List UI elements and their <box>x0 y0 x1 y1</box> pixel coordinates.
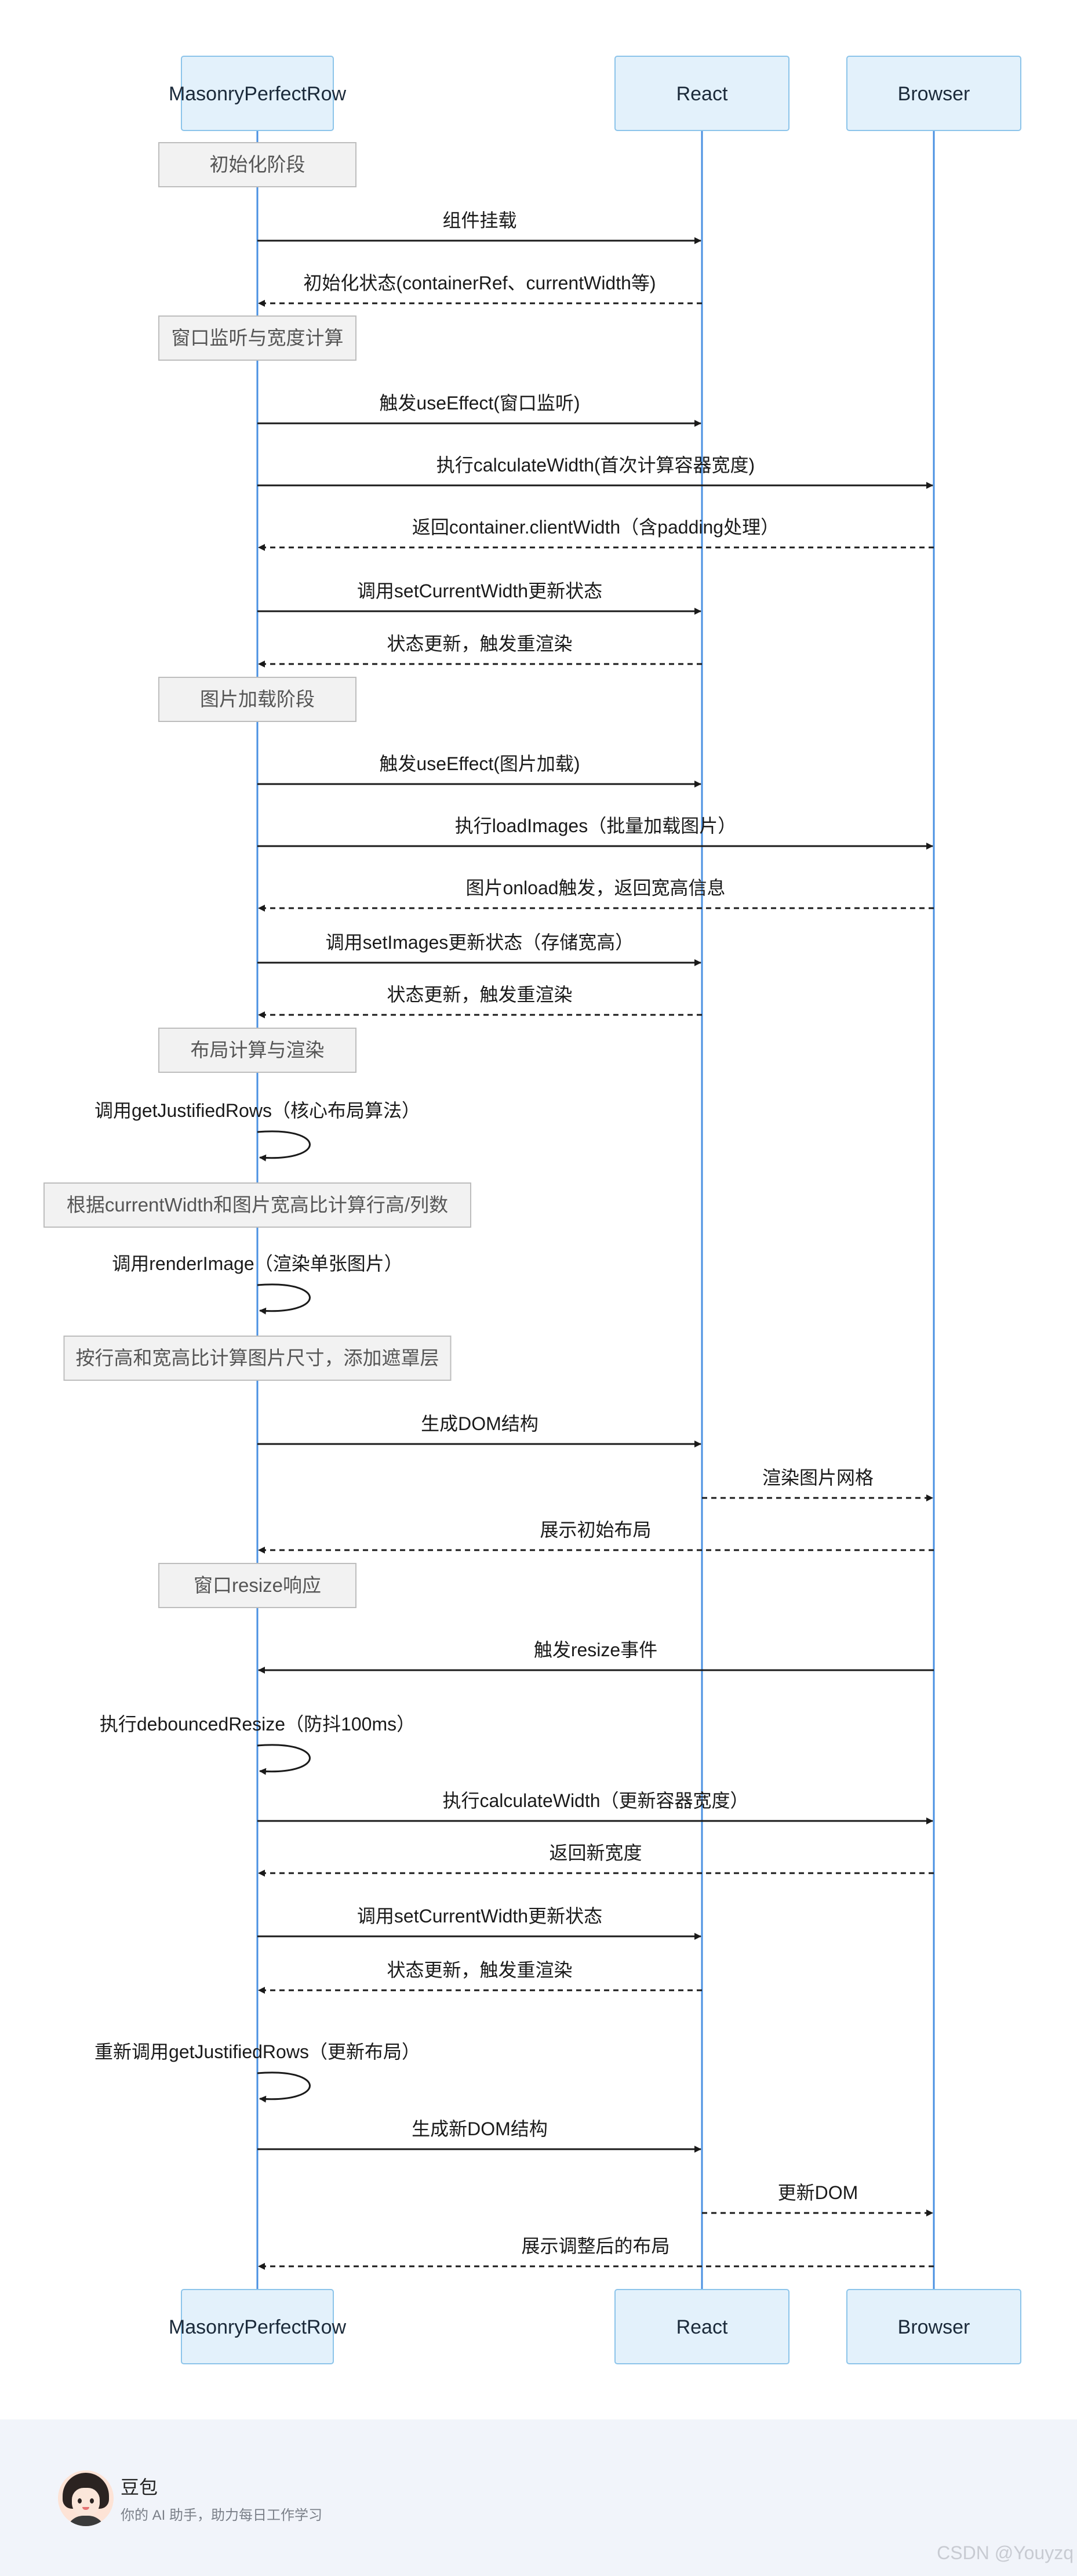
message-label: 执行calculateWidth(首次计算容器宽度) <box>436 455 755 476</box>
message: 组件挂载 <box>257 210 701 244</box>
phase-note: 按行高和宽高比计算图片尺寸，添加遮罩层 <box>63 1336 452 1381</box>
phase-note-label: 按行高和宽高比计算图片尺寸，添加遮罩层 <box>76 1347 439 1369</box>
message: 图片onload触发，返回宽高信息 <box>258 877 934 912</box>
message: 执行calculateWidth（更新容器宽度） <box>257 1790 933 1824</box>
phase-note: 初始化阶段 <box>158 142 356 187</box>
message-label: 组件挂载 <box>442 210 516 231</box>
actor-box-top-0: MasonryPerfectRow <box>169 56 347 131</box>
message-label: 执行loadImages（批量加载图片） <box>455 815 736 836</box>
actor-label: MasonryPerfectRow <box>169 2316 347 2338</box>
message: 生成新DOM结构 <box>257 2118 701 2153</box>
message-label: 展示调整后的布局 <box>521 2236 670 2256</box>
message-label: 调用setCurrentWidth更新状态 <box>357 580 602 601</box>
message: 初始化状态(containerRef、currentWidth等) <box>258 273 702 307</box>
phase-note: 根据currentWidth和图片宽高比计算行高/列数 <box>43 1182 471 1228</box>
self-message-label: 调用getJustifiedRows（核心布局算法） <box>94 1100 420 1121</box>
message: 调用setCurrentWidth更新状态 <box>257 1906 701 1940</box>
message-label: 状态更新，触发重渲染 <box>387 633 572 654</box>
actor-box-top-2: Browser <box>846 56 1021 131</box>
message: 触发resize事件 <box>258 1639 934 1674</box>
self-message: 重新调用getJustifiedRows（更新布局） <box>94 2041 420 2103</box>
self-message-arrow <box>257 1283 311 1315</box>
message: 返回新宽度 <box>258 1842 934 1877</box>
message-label: 展示初始布局 <box>540 1519 651 1540</box>
message: 执行loadImages（批量加载图片） <box>257 815 933 850</box>
actor-box-bottom-1: React <box>614 2289 789 2364</box>
footer: 豆包 你的 AI 助手，助力每日工作学习 CSDN @Youyzq <box>0 2419 1077 2576</box>
actor-box-bottom-0: MasonryPerfectRow <box>169 2289 347 2364</box>
self-message-label: 重新调用getJustifiedRows（更新布局） <box>94 2041 420 2062</box>
actor-label: MasonryPerfectRow <box>169 83 347 105</box>
message-label: 状态更新，触发重渲染 <box>387 1960 572 1980</box>
self-message: 调用getJustifiedRows（核心布局算法） <box>94 1100 420 1162</box>
phase-note-label: 窗口resize响应 <box>194 1574 321 1596</box>
message: 展示调整后的布局 <box>258 2236 934 2270</box>
self-message-arrow <box>257 2071 311 2103</box>
message-label: 触发useEffect(图片加载) <box>379 753 580 774</box>
message-label: 调用setImages更新状态（存储宽高） <box>326 932 634 953</box>
phase-note-label: 初始化阶段 <box>210 154 305 175</box>
footer-description: 你的 AI 助手，助力每日工作学习 <box>121 2508 323 2523</box>
actor-label: React <box>676 2316 728 2338</box>
message-label: 生成新DOM结构 <box>412 2118 548 2139</box>
message: 调用setImages更新状态（存储宽高） <box>257 932 701 966</box>
message-label: 渲染图片网格 <box>762 1467 874 1488</box>
message: 返回container.clientWidth（含padding处理） <box>258 517 934 551</box>
message: 执行calculateWidth(首次计算容器宽度) <box>257 455 933 489</box>
actor-label: React <box>676 83 728 105</box>
self-message-arrow <box>257 1744 311 1775</box>
message-label: 触发resize事件 <box>534 1639 657 1660</box>
watermark: CSDN @Youyzq <box>937 2542 1074 2563</box>
message-label: 返回新宽度 <box>549 1842 642 1863</box>
message-label: 返回container.clientWidth（含padding处理） <box>412 517 779 538</box>
phase-note: 布局计算与渲染 <box>158 1028 356 1073</box>
actor-box-top-1: React <box>614 56 789 131</box>
message: 触发useEffect(窗口监听) <box>257 393 701 427</box>
message-label: 生成DOM结构 <box>421 1413 538 1434</box>
message: 状态更新，触发重渲染 <box>258 1960 702 1994</box>
message-label: 执行calculateWidth（更新容器宽度） <box>442 1790 748 1811</box>
phase-note-label: 布局计算与渲染 <box>191 1039 325 1061</box>
self-message-label: 调用renderImage（渲染单张图片） <box>112 1253 402 1274</box>
message: 调用setCurrentWidth更新状态 <box>257 580 701 615</box>
footer-name: 豆包 <box>121 2477 158 2498</box>
message: 更新DOM <box>702 2182 933 2216</box>
message-label: 调用setCurrentWidth更新状态 <box>357 1906 602 1926</box>
actor-label: Browser <box>898 2316 970 2338</box>
self-message: 调用renderImage（渲染单张图片） <box>112 1253 403 1315</box>
message: 状态更新，触发重渲染 <box>258 984 702 1018</box>
message: 展示初始布局 <box>258 1519 934 1554</box>
self-message: 执行debouncedResize（防抖100ms） <box>100 1714 415 1775</box>
message: 渲染图片网格 <box>702 1467 933 1501</box>
phase-note-label: 图片加载阶段 <box>200 688 315 710</box>
message-label: 更新DOM <box>778 2182 858 2203</box>
phase-note-label: 根据currentWidth和图片宽高比计算行高/列数 <box>67 1194 448 1216</box>
actor-box-bottom-2: Browser <box>846 2289 1021 2364</box>
message-label: 状态更新，触发重渲染 <box>387 984 572 1005</box>
message: 状态更新，触发重渲染 <box>258 633 702 667</box>
sequence-diagram: 初始化阶段组件挂载初始化状态(containerRef、currentWidth… <box>43 56 1021 2364</box>
message: 触发useEffect(图片加载) <box>257 753 701 788</box>
message-label: 触发useEffect(窗口监听) <box>379 393 580 413</box>
phase-note: 窗口监听与宽度计算 <box>158 315 356 361</box>
message-label: 初始化状态(containerRef、currentWidth等) <box>303 273 656 293</box>
avatar <box>58 2470 114 2526</box>
message-label: 图片onload触发，返回宽高信息 <box>465 877 725 898</box>
phase-note: 图片加载阶段 <box>158 677 356 722</box>
phase-note-label: 窗口监听与宽度计算 <box>172 327 344 349</box>
self-message-arrow <box>257 1130 311 1162</box>
phase-note: 窗口resize响应 <box>158 1563 356 1608</box>
self-message-label: 执行debouncedResize（防抖100ms） <box>100 1714 415 1735</box>
message: 生成DOM结构 <box>257 1413 701 1447</box>
actor-label: Browser <box>898 83 970 105</box>
